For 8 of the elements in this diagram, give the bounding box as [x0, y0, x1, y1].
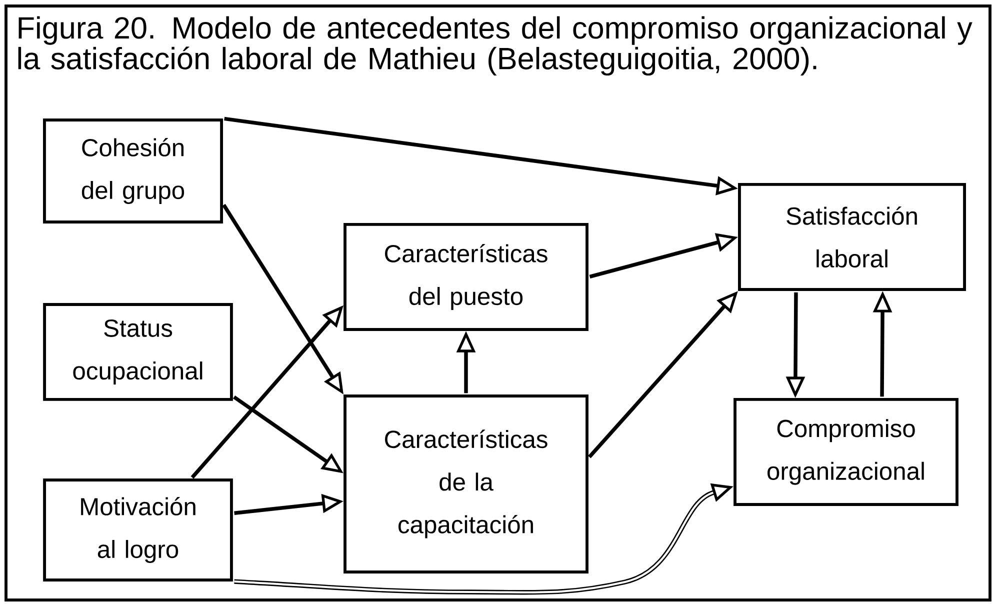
text-box: Compromiso organizacional — [734, 398, 958, 506]
title: Figura 20. Modelo de antecedentes del compromiso organizacional y la satisfacción laboral de Mathieu (Belasteguigoitia, 2000). — [18, 16, 972, 76]
text-box: Satisfacción laboral — [738, 183, 966, 291]
text-box: Características de la capacitación — [344, 394, 588, 574]
text-box: Status ocupacional — [43, 303, 233, 401]
text-box: Características del puesto — [344, 223, 588, 331]
text-box: Motivación al logro — [43, 478, 233, 582]
text-box: Cohesión del grupo — [43, 118, 223, 224]
